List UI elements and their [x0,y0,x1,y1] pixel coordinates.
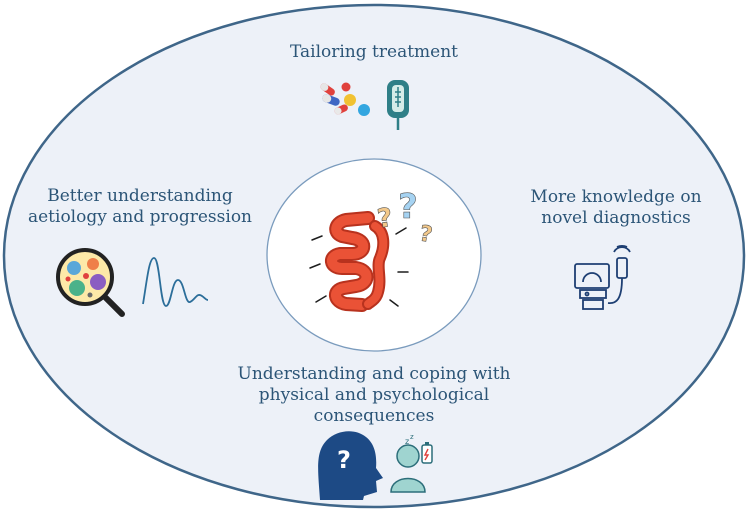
label-line: Understanding and coping with [237,364,511,384]
ultrasound-machine-icon [574,245,631,310]
svg-text:z: z [405,437,409,446]
svg-text:?: ? [337,446,351,474]
svg-text:z: z [410,433,414,441]
label-line: Tailoring treatment [289,42,458,62]
head-question-icon: ? [318,431,383,500]
svg-text:?: ? [417,221,434,248]
label-coping-consequences: Understanding and coping with physical a… [214,364,534,427]
label-aetiology-progression: Better understanding aetiology and progr… [26,186,254,228]
waveform-icon [142,257,209,307]
label-line: Better understanding [47,186,233,206]
tired-person-icon: z z [390,433,433,493]
inner-circle [266,158,482,352]
question-marks-icon: ? ? ? [375,187,434,249]
label-line: physical and psychological [258,385,490,405]
label-line: More knowledge on [530,187,702,207]
intestine-icon [309,211,409,312]
iv-bag-icon [387,80,409,130]
label-novel-diagnostics: More knowledge on novel diagnostics [514,187,718,229]
label-tailoring-treatment: Tailoring treatment [224,42,524,63]
label-line: aetiology and progression [27,207,252,227]
label-line: novel diagnostics [541,208,691,228]
pills-icon [320,82,370,116]
svg-text:?: ? [398,187,418,227]
svg-text:?: ? [375,203,394,235]
magnifier-microbes-icon [56,248,125,317]
label-line: consequences [313,406,435,426]
